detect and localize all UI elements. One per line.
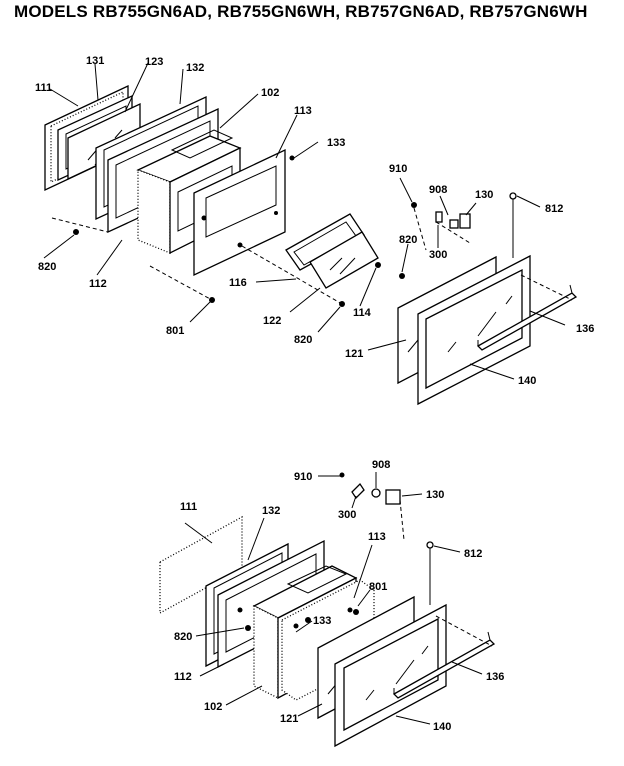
label-820-a: 820 [38,261,56,273]
label-812-b: 812 [464,548,482,560]
label-122: 122 [263,315,281,327]
label-121-b: 121 [280,713,298,725]
part-140-door-frame [417,254,531,406]
label-908: 908 [429,184,447,196]
label-132-b: 132 [262,505,280,517]
callout-labels-top: 111 131 123 132 102 113 133 910 908 130 … [35,55,594,387]
label-300: 300 [429,249,447,261]
label-116: 116 [229,277,247,289]
diagram-title: MODELS RB755GN6AD, RB755GN6WH, RB757GN6A… [14,2,588,21]
label-820-b2: 820 [174,631,192,643]
label-801: 801 [166,325,184,337]
label-111-b: 111 [180,501,197,513]
explode-lines-b [399,499,493,647]
explode-lines [51,207,573,305]
leader-lines-b [184,472,483,725]
label-114: 114 [353,307,372,319]
leader-lines [43,62,566,380]
label-910: 910 [389,163,407,175]
label-812: 812 [545,203,563,215]
label-113-b: 113 [368,531,386,543]
label-140: 140 [518,375,536,387]
label-123: 123 [145,56,163,68]
label-140-b: 140 [433,721,451,733]
label-112: 112 [89,278,107,290]
label-133-b: 133 [313,615,331,627]
label-130: 130 [475,189,493,201]
callout-labels-bottom: 910 908 300 130 111 132 113 812 801 820 … [174,459,504,733]
part-140-door-frame-b [334,603,447,748]
hinge-hardware-b [245,472,434,631]
part-136-handle-b [392,631,496,699]
label-820-c: 820 [294,334,312,346]
label-121: 121 [345,348,363,360]
label-132: 132 [186,62,204,74]
label-136-b: 136 [486,671,504,683]
label-133: 133 [327,137,345,149]
part-136-handle [476,284,578,351]
label-113: 113 [294,105,312,117]
label-300-b: 300 [338,509,356,521]
label-910-b: 910 [294,471,312,483]
label-801-b: 801 [369,581,387,593]
part-122-small-glass [309,231,379,289]
label-136: 136 [576,323,594,335]
hinge-hardware [375,192,517,279]
label-130-b: 130 [426,489,444,501]
part-113-inner-panel [193,148,286,277]
label-112-b: 112 [174,671,192,683]
label-908-b: 908 [372,459,390,471]
top-assembly: 111 131 123 132 102 113 133 910 908 130 … [35,55,594,406]
label-102-b: 102 [204,701,222,713]
label-820-b: 820 [399,234,417,246]
label-131: 131 [86,55,104,67]
label-111: 111 [35,82,52,94]
label-102: 102 [261,87,279,99]
bottom-assembly: 910 908 300 130 111 132 113 812 801 820 … [159,459,504,748]
